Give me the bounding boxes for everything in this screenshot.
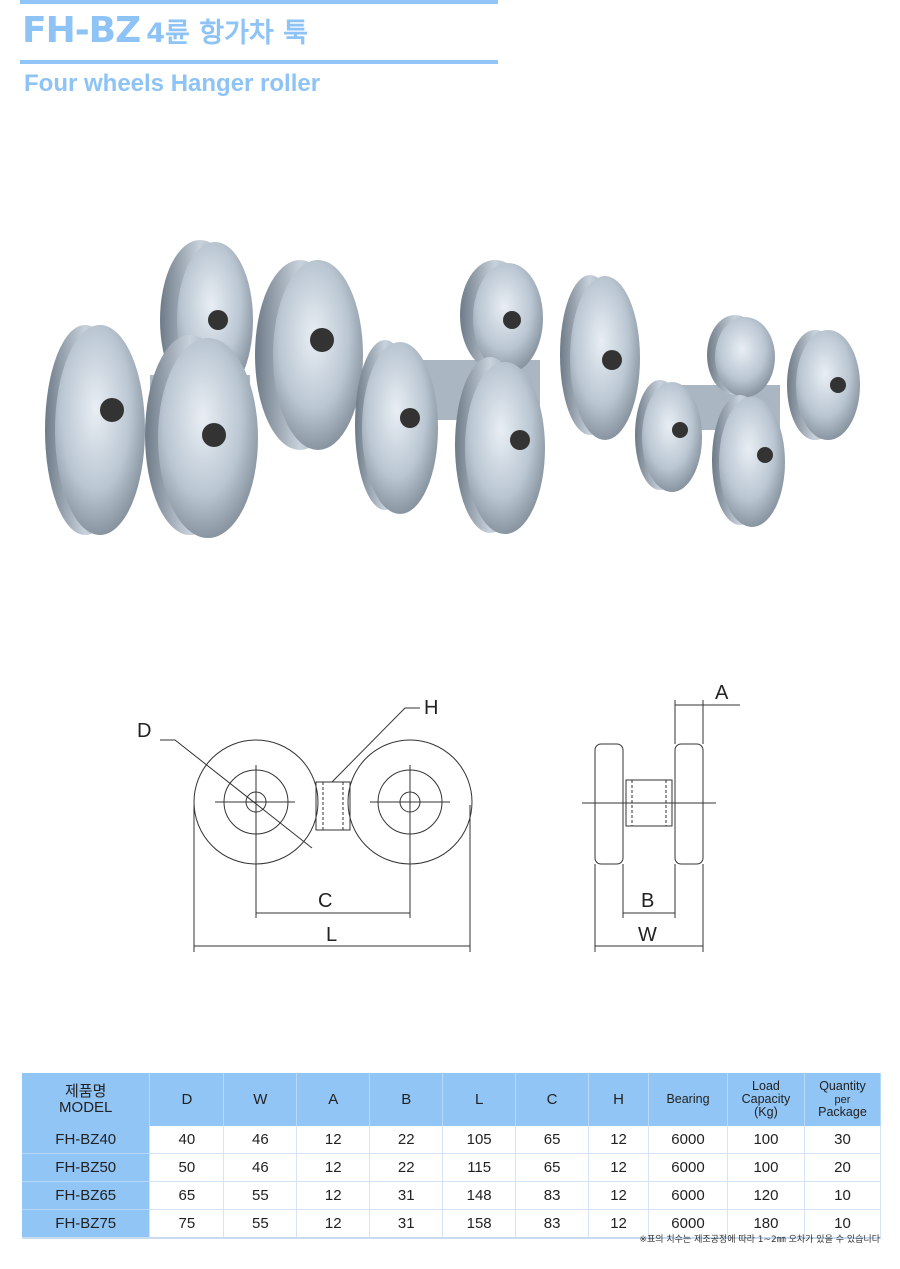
value-cell: 6000: [648, 1126, 728, 1154]
header-load-3: (Kg): [754, 1105, 778, 1120]
header-qty-2: per: [834, 1093, 851, 1106]
label-B: B: [641, 890, 654, 912]
front-view-diagram: D H C L: [137, 697, 473, 952]
header-D: D: [149, 1073, 225, 1126]
value-cell: 6000: [648, 1209, 728, 1239]
value-cell: 12: [296, 1153, 371, 1182]
label-L: L: [326, 924, 337, 946]
subtitle: Four wheels Hanger roller: [24, 70, 321, 97]
value-cell: 12: [588, 1181, 650, 1210]
header-load-2: Capacity: [741, 1091, 791, 1106]
header-W: W: [223, 1073, 298, 1126]
value-cell: 40: [149, 1126, 225, 1154]
header-L: L: [442, 1073, 517, 1126]
value-cell: 31: [369, 1181, 444, 1210]
value-cell: 75: [149, 1209, 225, 1239]
header-B: B: [369, 1073, 444, 1126]
header-model-en: MODEL: [59, 1098, 113, 1116]
title-rule: [20, 60, 498, 64]
model-code: FH-BZ: [22, 10, 141, 51]
value-cell: 12: [588, 1126, 650, 1154]
header-C: C: [515, 1073, 590, 1126]
value-cell: 100: [727, 1153, 805, 1182]
label-C: C: [318, 890, 332, 912]
value-cell: 65: [515, 1153, 590, 1182]
header-load-1: Load: [752, 1078, 780, 1093]
header-bearing: Bearing: [648, 1073, 728, 1126]
header-model-ko: 제품명: [65, 1082, 107, 1100]
value-cell: 148: [442, 1181, 517, 1210]
product-photo: [45, 240, 860, 538]
value-cell: 158: [442, 1209, 517, 1239]
value-cell: 50: [149, 1153, 225, 1182]
label-H: H: [424, 697, 438, 719]
side-view-diagram: A B W: [582, 682, 740, 952]
value-cell: 115: [442, 1153, 517, 1182]
header-A: A: [296, 1073, 371, 1126]
value-cell: 100: [727, 1126, 805, 1154]
value-cell: 55: [223, 1209, 298, 1239]
label-W: W: [638, 924, 657, 946]
value-cell: 12: [588, 1153, 650, 1182]
footnote: ※표의 치수는 제조공정에 따라 1~2㎜ 오차가 있을 수 있습니다: [639, 1235, 880, 1245]
value-cell: 83: [515, 1181, 590, 1210]
value-cell: 12: [296, 1209, 371, 1239]
value-cell: 83: [515, 1209, 590, 1239]
value-cell: 6000: [648, 1153, 728, 1182]
label-D: D: [137, 720, 151, 742]
value-cell: 12: [296, 1126, 371, 1154]
value-cell: 22: [369, 1126, 444, 1154]
header-qty-1: Quantity: [819, 1078, 866, 1093]
value-cell: 46: [223, 1126, 298, 1154]
header-H: H: [588, 1073, 650, 1126]
value-cell: 10: [804, 1181, 882, 1210]
value-cell: 46: [223, 1153, 298, 1182]
value-cell: 55: [223, 1181, 298, 1210]
value-cell: 65: [515, 1126, 590, 1154]
top-rule: [20, 0, 498, 4]
value-cell: 12: [296, 1181, 371, 1210]
model-cell: FH-BZ65: [22, 1181, 151, 1210]
model-cell: FH-BZ75: [22, 1209, 151, 1239]
model-cell: FH-BZ40: [22, 1126, 151, 1154]
value-cell: 30: [804, 1126, 882, 1154]
value-cell: 180: [727, 1209, 805, 1239]
label-A: A: [715, 682, 729, 704]
value-cell: 22: [369, 1153, 444, 1182]
value-cell: 105: [442, 1126, 517, 1154]
value-cell: 20: [804, 1153, 882, 1182]
model-cell: FH-BZ50: [22, 1153, 151, 1182]
header-qty-3: Package: [818, 1105, 867, 1120]
value-cell: 31: [369, 1209, 444, 1239]
value-cell: 10: [804, 1209, 882, 1239]
value-cell: 120: [727, 1181, 805, 1210]
value-cell: 12: [588, 1209, 650, 1239]
title-korean: 4륜 항가차 툭: [146, 18, 309, 49]
value-cell: 6000: [648, 1181, 728, 1210]
value-cell: 65: [149, 1181, 225, 1210]
